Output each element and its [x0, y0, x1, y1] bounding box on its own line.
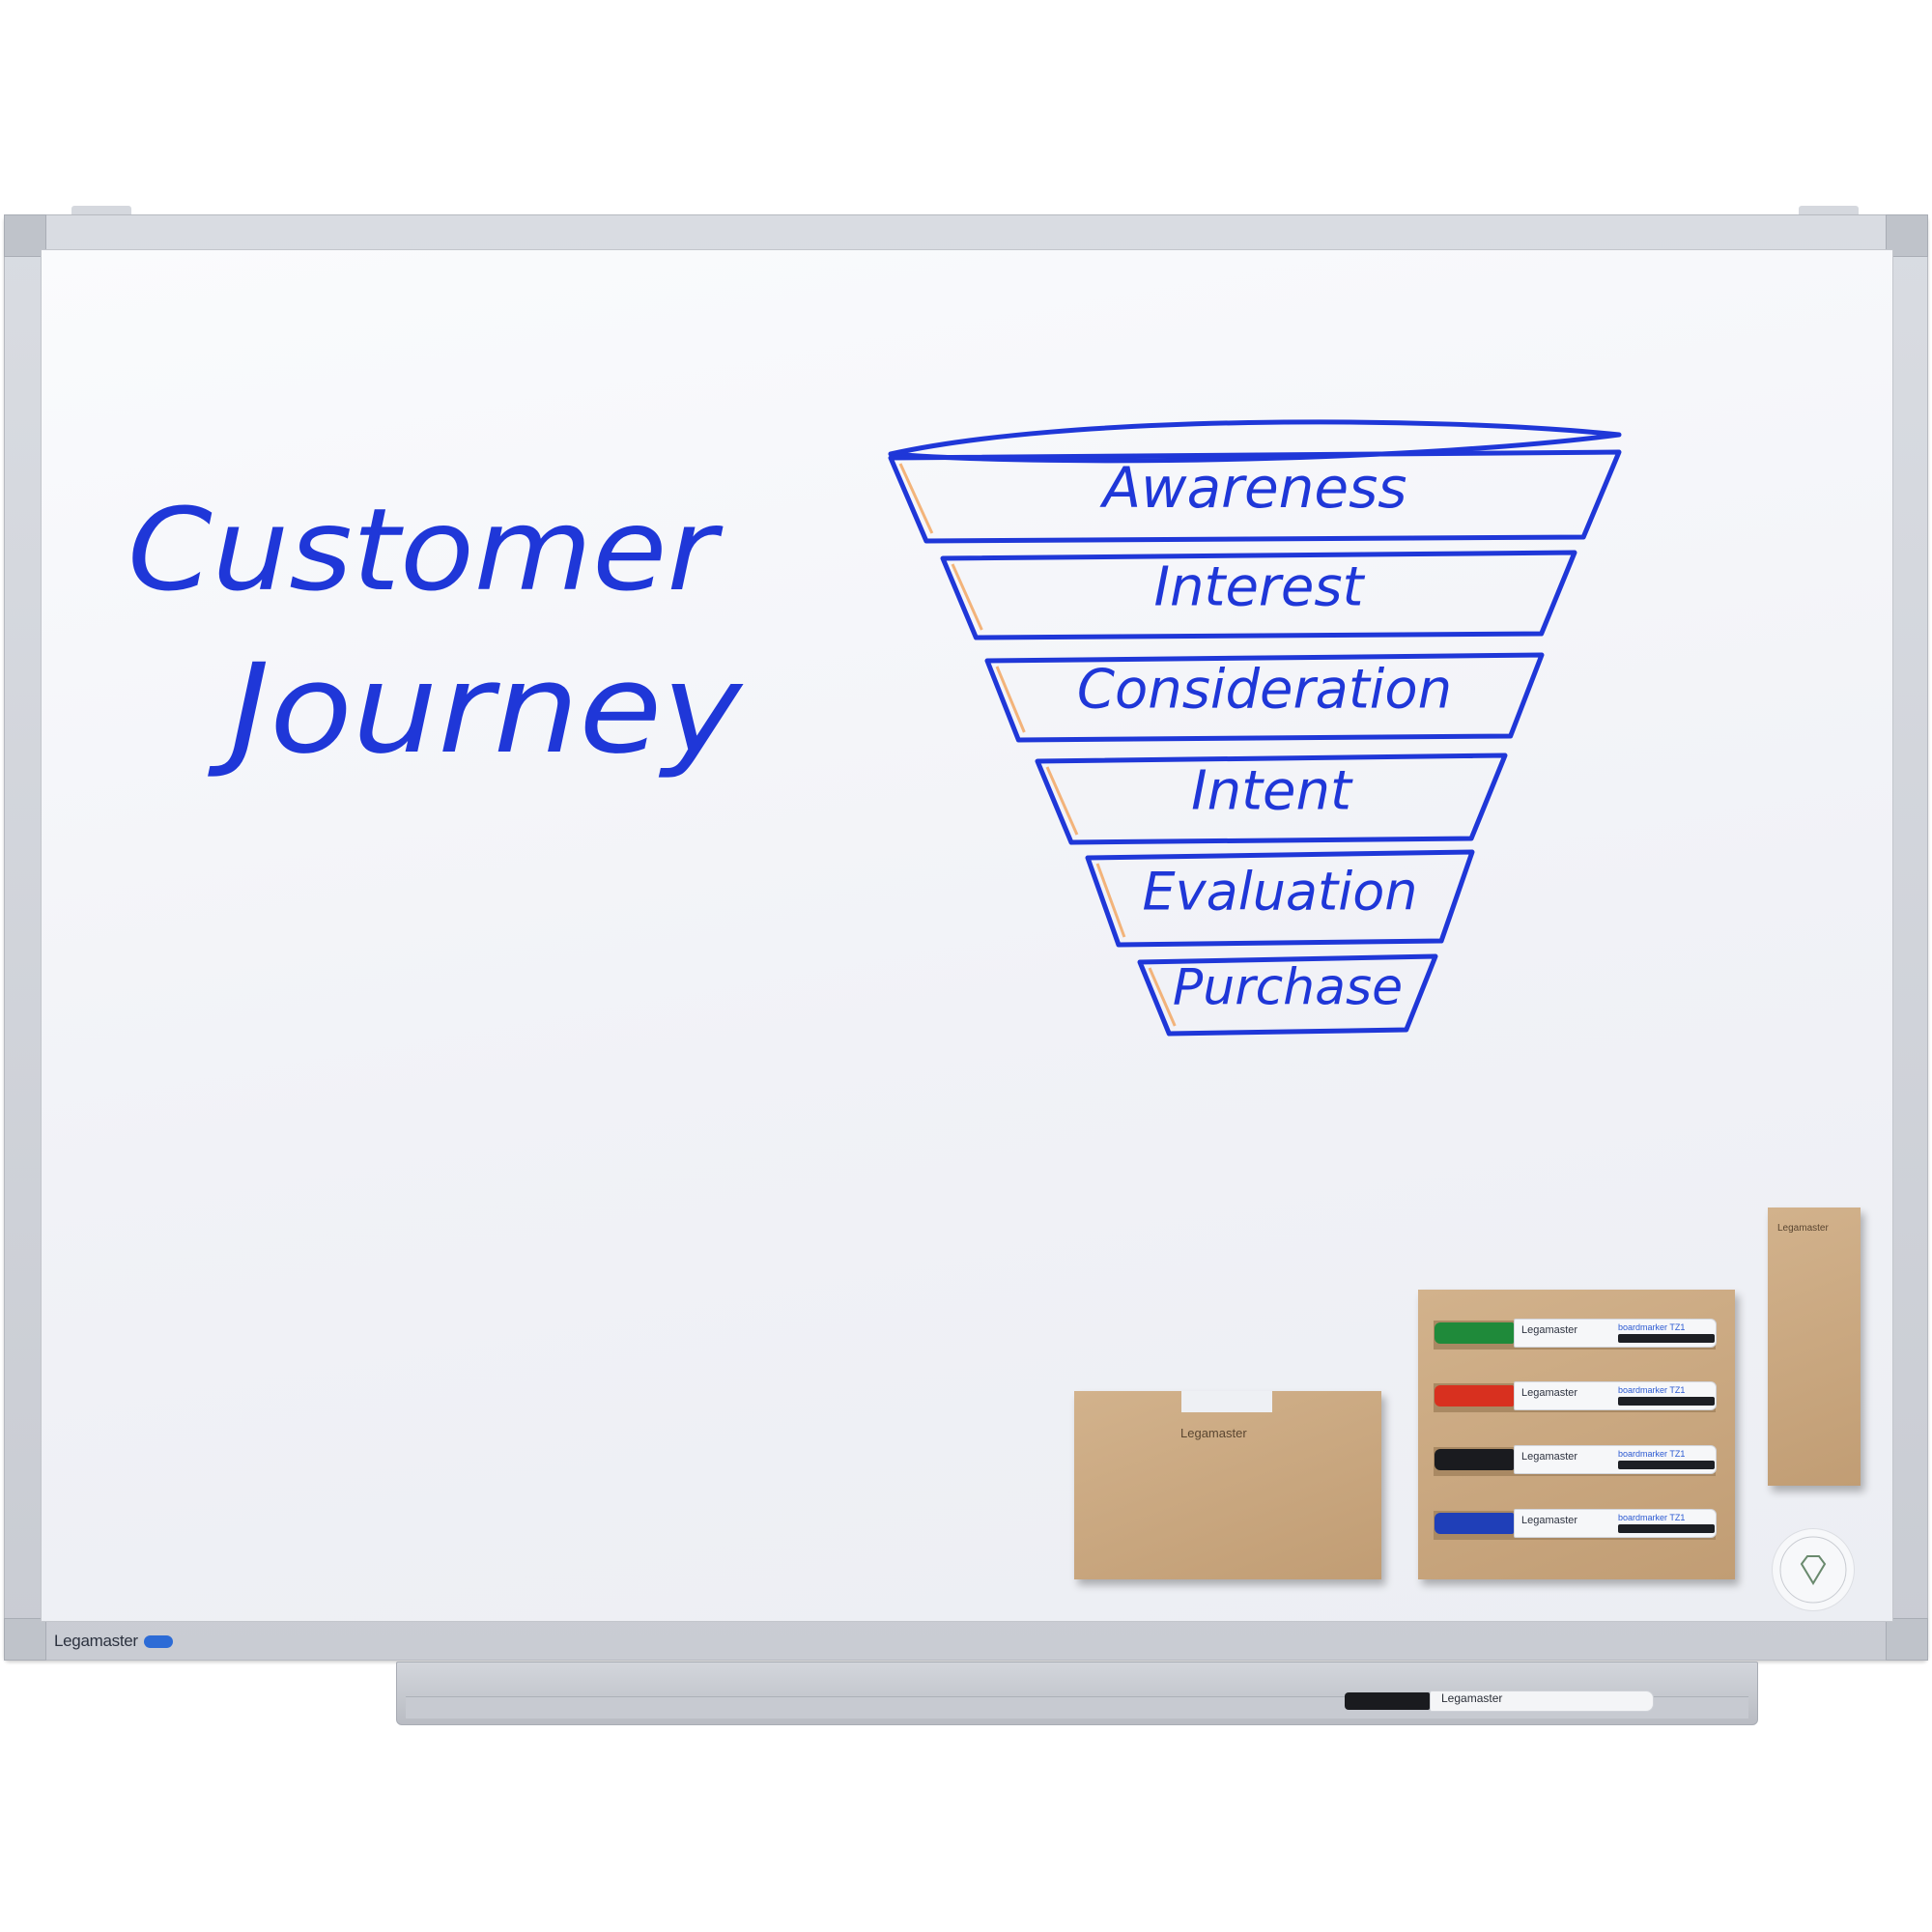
- marker-brand-label: Legamaster: [1521, 1387, 1578, 1399]
- marker-barrel: [1514, 1509, 1717, 1538]
- board-marker[interactable]: Legamaster boardmarker TZ1: [1435, 1381, 1717, 1410]
- marker-cap: [1435, 1513, 1514, 1534]
- hanging-clip-right: [1799, 206, 1859, 215]
- eraser-brand-label: Legamaster: [1777, 1223, 1829, 1234]
- ledge-notch: [1181, 1391, 1272, 1412]
- marker-brand-label: Legamaster: [1521, 1451, 1578, 1463]
- board-marker[interactable]: Legamaster boardmarker TZ1: [1435, 1509, 1717, 1538]
- marker-cap: [1435, 1385, 1514, 1406]
- brand-logo-text: Legamaster: [54, 1632, 138, 1650]
- board-brand-plate: Legamaster: [54, 1629, 173, 1654]
- marker-brand-label: Legamaster: [1441, 1691, 1503, 1705]
- marker-model-label: boardmarker TZ1: [1618, 1385, 1686, 1395]
- marker-band: [1618, 1524, 1715, 1533]
- marker-cap: [1345, 1692, 1430, 1710]
- marker-model-label: boardmarker TZ1: [1618, 1322, 1686, 1332]
- frame-corner-bottom-left: [4, 1618, 46, 1661]
- marker-brand-label: Legamaster: [1521, 1515, 1578, 1526]
- funnel-label-consideration: Consideration: [1077, 658, 1452, 721]
- marker-brand-label: Legamaster: [1521, 1324, 1578, 1336]
- magnetic-ledge[interactable]: [1074, 1391, 1381, 1579]
- funnel-band-purchase: [1137, 953, 1438, 1037]
- funnel-label-intent: Intent: [1191, 760, 1353, 823]
- frame-corner-bottom-right: [1886, 1618, 1928, 1661]
- brand-logo-icon: [143, 1634, 173, 1648]
- funnel-band-awareness: [888, 449, 1622, 544]
- quality-seal-icon: [1772, 1528, 1855, 1611]
- ledge-brand-label: Legamaster: [1180, 1426, 1247, 1440]
- marker-cap: [1435, 1449, 1514, 1470]
- marker-barrel: [1514, 1381, 1717, 1410]
- marker-barrel: [1430, 1690, 1654, 1712]
- hanging-clip-left: [71, 206, 131, 215]
- funnel-band-accent: [995, 666, 1026, 733]
- board-marker[interactable]: Legamaster boardmarker TZ1: [1435, 1319, 1717, 1348]
- marker-band: [1618, 1397, 1715, 1406]
- funnel-band-accent: [1095, 863, 1126, 938]
- frame-corner-top-left: [4, 214, 46, 257]
- funnel-band-intent: [1035, 753, 1508, 845]
- funnel-band-interest: [940, 550, 1577, 640]
- funnel-band-accent: [1148, 967, 1177, 1027]
- funnel-label-evaluation: Evaluation: [1143, 861, 1418, 922]
- funnel-rim: [888, 419, 1622, 464]
- funnel-band-consideration: [984, 652, 1545, 743]
- magnetic-eraser[interactable]: [1768, 1208, 1861, 1486]
- funnel-band-accent: [1045, 766, 1079, 836]
- marker-barrel: [1514, 1445, 1717, 1474]
- funnel-band-accent: [898, 463, 934, 534]
- tray-marker[interactable]: Legamaster: [1345, 1690, 1654, 1712]
- marker-cap: [1435, 1322, 1514, 1344]
- funnel-band-accent: [951, 563, 983, 631]
- title-customer: Customer: [128, 483, 724, 616]
- marker-model-label: boardmarker TZ1: [1618, 1449, 1686, 1459]
- marker-model-label: boardmarker TZ1: [1618, 1513, 1686, 1522]
- funnel-band-evaluation: [1085, 849, 1475, 948]
- marker-band: [1618, 1334, 1715, 1343]
- title-journey: Journey: [208, 638, 744, 781]
- funnel-label-interest: Interest: [1153, 555, 1365, 618]
- funnel-label-purchase: Purchase: [1173, 958, 1403, 1016]
- board-marker[interactable]: Legamaster boardmarker TZ1: [1435, 1445, 1717, 1474]
- marker-band: [1618, 1461, 1715, 1469]
- funnel-diagram: AwarenessInterestConsiderationIntentEval…: [888, 419, 1622, 1037]
- funnel-label-awareness: Awareness: [1098, 455, 1406, 521]
- marker-barrel: [1514, 1319, 1717, 1348]
